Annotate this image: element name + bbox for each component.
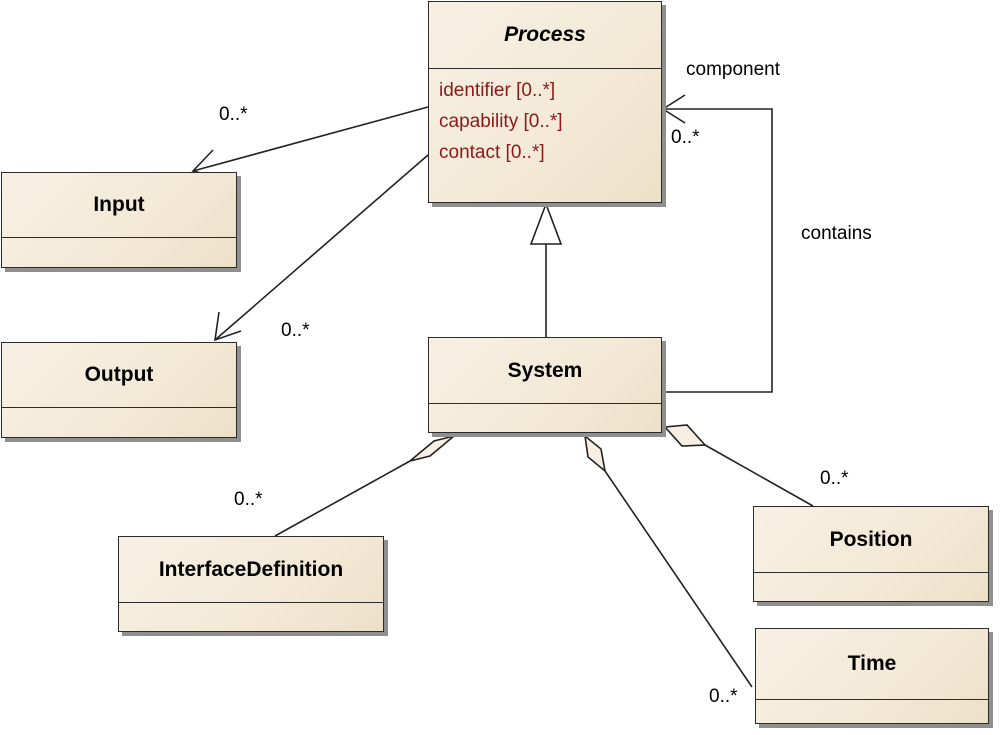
attribute-capability: capability [0..*] [439,111,563,132]
multiplicity-output: 0..* [281,320,310,341]
class-output[interactable]: Output [1,342,237,438]
class-time[interactable]: Time [755,628,989,724]
class-system[interactable]: System [428,337,662,433]
generalization-system-process [529,201,563,337]
multiplicity-component: 0..* [671,127,700,148]
role-component: component [686,59,781,80]
association-label-contains: contains [801,223,872,244]
aggregation-system-position [663,424,814,507]
class-name-output: Output [2,343,236,408]
class-input[interactable]: Input [1,172,237,268]
class-process[interactable]: Process identifier [0..*] capability [0.… [428,1,662,203]
class-name-input: Input [2,173,236,238]
multiplicity-position: 0..* [820,468,849,489]
process-attributes: identifier [0..*] capability [0..*] cont… [429,69,661,168]
aggregation-system-interfacedefinition [274,435,455,537]
multiplicity-input: 0..* [219,104,248,125]
attribute-contact: contact [0..*] [439,142,545,163]
class-name-interfacedefinition: InterfaceDefinition [119,537,383,603]
association-process-output [214,154,429,342]
class-interfacedefinition[interactable]: InterfaceDefinition [118,536,384,632]
class-name-process: Process [429,2,661,69]
class-name-system: System [429,338,661,404]
attribute-identifier: identifier [0..*] [439,80,556,101]
class-position[interactable]: Position [753,506,989,602]
multiplicity-interfacedefinition: 0..* [234,489,263,510]
class-name-position: Position [754,507,988,573]
association-contains [661,94,773,393]
class-name-time: Time [756,629,988,700]
multiplicity-time: 0..* [709,686,738,707]
aggregation-system-time [583,434,753,688]
